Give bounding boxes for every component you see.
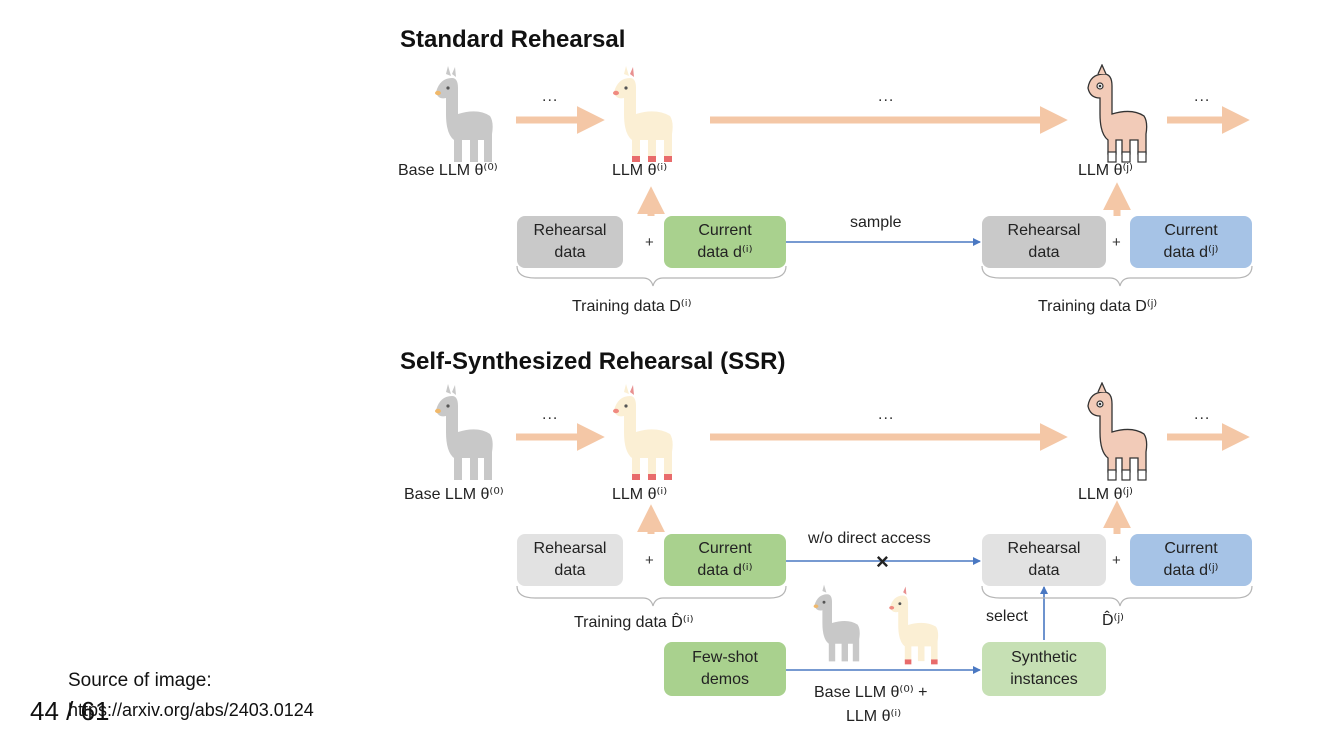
std-llm-i-label: LLM θ⁽ⁱ⁾ <box>612 162 668 179</box>
std-rehearsal-i-l1: Rehearsal <box>533 222 607 239</box>
std-rehearsal-j-l2: data <box>1028 244 1060 261</box>
std-current-j-l1: Current <box>1164 222 1218 239</box>
base-llama-icon <box>435 66 493 162</box>
sample-label: sample <box>850 214 902 231</box>
ssr-plus-j: + <box>1112 552 1121 569</box>
std-brace-j <box>981 265 1253 287</box>
std-ellipsis-2: ... <box>878 88 895 105</box>
ssr-rehearsal-box-i: Rehearsal data <box>517 534 623 586</box>
ssr-rehearsal-box-j: Rehearsal data <box>982 534 1106 586</box>
source-label: Source of image: <box>68 670 212 691</box>
ssr-plus-i: + <box>645 552 654 569</box>
fewshot-box: Few-shot demos <box>664 642 786 696</box>
std-current-j-l2: data d⁽ʲ⁾ <box>1163 244 1219 261</box>
ssr-ellipsis-1: ... <box>542 406 559 423</box>
ssr-title: Self-Synthesized Rehearsal (SSR) <box>400 348 786 375</box>
ssr-llm-i-llama-icon <box>613 384 673 480</box>
std-ellipsis-1: ... <box>542 88 559 105</box>
ssr-rehearsal-i-l2: data <box>554 562 586 579</box>
ssr-llm-j-llama-icon <box>1087 382 1148 481</box>
ssr-training-i-label: Training data D̂⁽ⁱ⁾ <box>574 614 694 631</box>
generator-base-llama-icon <box>813 584 860 662</box>
ssr-current-i-l1: Current <box>698 540 752 557</box>
source-url[interactable]: https://arxiv.org/abs/2403.0124 <box>68 700 314 720</box>
std-plus-j: + <box>1112 234 1121 251</box>
llm-i-llama-icon <box>613 66 673 162</box>
std-plus-i: + <box>645 234 654 251</box>
ssr-llm-i-label: LLM θ⁽ⁱ⁾ <box>612 486 668 503</box>
ssr-llm-j-label: LLM θ⁽ʲ⁾ <box>1078 486 1133 503</box>
generator-llm-i-llama-icon <box>889 586 939 665</box>
ssr-rehearsal-j-l2: data <box>1028 562 1060 579</box>
fewshot-l1: Few-shot <box>692 649 758 666</box>
cross-icon: × <box>876 549 889 574</box>
ssr-training-j-label: D̂⁽ʲ⁾ <box>1102 612 1124 629</box>
fewshot-l2: demos <box>700 671 749 688</box>
arrows-layer <box>516 106 1253 674</box>
std-rehearsal-box-i: Rehearsal data <box>517 216 623 268</box>
ssr-base-llama-icon <box>435 384 493 480</box>
ssr-ellipsis-3: ... <box>1194 406 1211 423</box>
std-llm-j-label: LLM θ⁽ʲ⁾ <box>1078 162 1133 179</box>
std-ellipsis-3: ... <box>1194 88 1211 105</box>
diagram-figure: Standard Rehearsal ... ... ... Base LLM … <box>390 20 1264 732</box>
ssr-current-box-j: Current data d⁽ʲ⁾ <box>1130 534 1252 586</box>
generator-label-l2: LLM θ⁽ⁱ⁾ <box>846 708 902 725</box>
ssr-rehearsal-i-l1: Rehearsal <box>533 540 607 557</box>
std-brace-i <box>516 265 787 287</box>
standard-title: Standard Rehearsal <box>400 26 626 53</box>
ssr-current-box-i: Current data d⁽ⁱ⁾ <box>664 534 786 586</box>
std-current-box-i: Current data d⁽ⁱ⁾ <box>664 216 786 268</box>
ssr-brace-j <box>981 585 1253 607</box>
ssr-current-j-l1: Current <box>1164 540 1218 557</box>
synthetic-l1: Synthetic <box>1011 649 1077 666</box>
page-number: 44 / 61 <box>30 696 110 726</box>
std-rehearsal-j-l1: Rehearsal <box>1007 222 1081 239</box>
llm-j-llama-icon <box>1087 64 1148 163</box>
ssr-ellipsis-2: ... <box>878 406 895 423</box>
ssr-brace-i <box>516 585 787 607</box>
ssr-current-i-l2: data d⁽ⁱ⁾ <box>697 562 753 579</box>
std-training-i-label: Training data D⁽ⁱ⁾ <box>572 298 692 315</box>
std-base-llm-label: Base LLM θ⁽⁰⁾ <box>398 162 498 179</box>
ssr-base-llm-label: Base LLM θ⁽⁰⁾ <box>404 486 504 503</box>
ssr-rehearsal-j-l1: Rehearsal <box>1007 540 1081 557</box>
std-current-box-j: Current data d⁽ʲ⁾ <box>1130 216 1252 268</box>
no-access-label: w/o direct access <box>808 530 931 547</box>
synthetic-l2: instances <box>1010 671 1078 688</box>
ssr-current-j-l2: data d⁽ʲ⁾ <box>1163 562 1219 579</box>
std-current-i-l2: data d⁽ⁱ⁾ <box>697 244 753 261</box>
std-rehearsal-box-j: Rehearsal data <box>982 216 1106 268</box>
select-label: select <box>986 608 1028 625</box>
synthetic-box: Synthetic instances <box>982 642 1106 696</box>
std-training-j-label: Training data D⁽ʲ⁾ <box>1038 298 1158 315</box>
std-rehearsal-i-l2: data <box>554 244 586 261</box>
generator-label-l1: Base LLM θ⁽⁰⁾ + <box>814 684 928 701</box>
std-current-i-l1: Current <box>698 222 752 239</box>
